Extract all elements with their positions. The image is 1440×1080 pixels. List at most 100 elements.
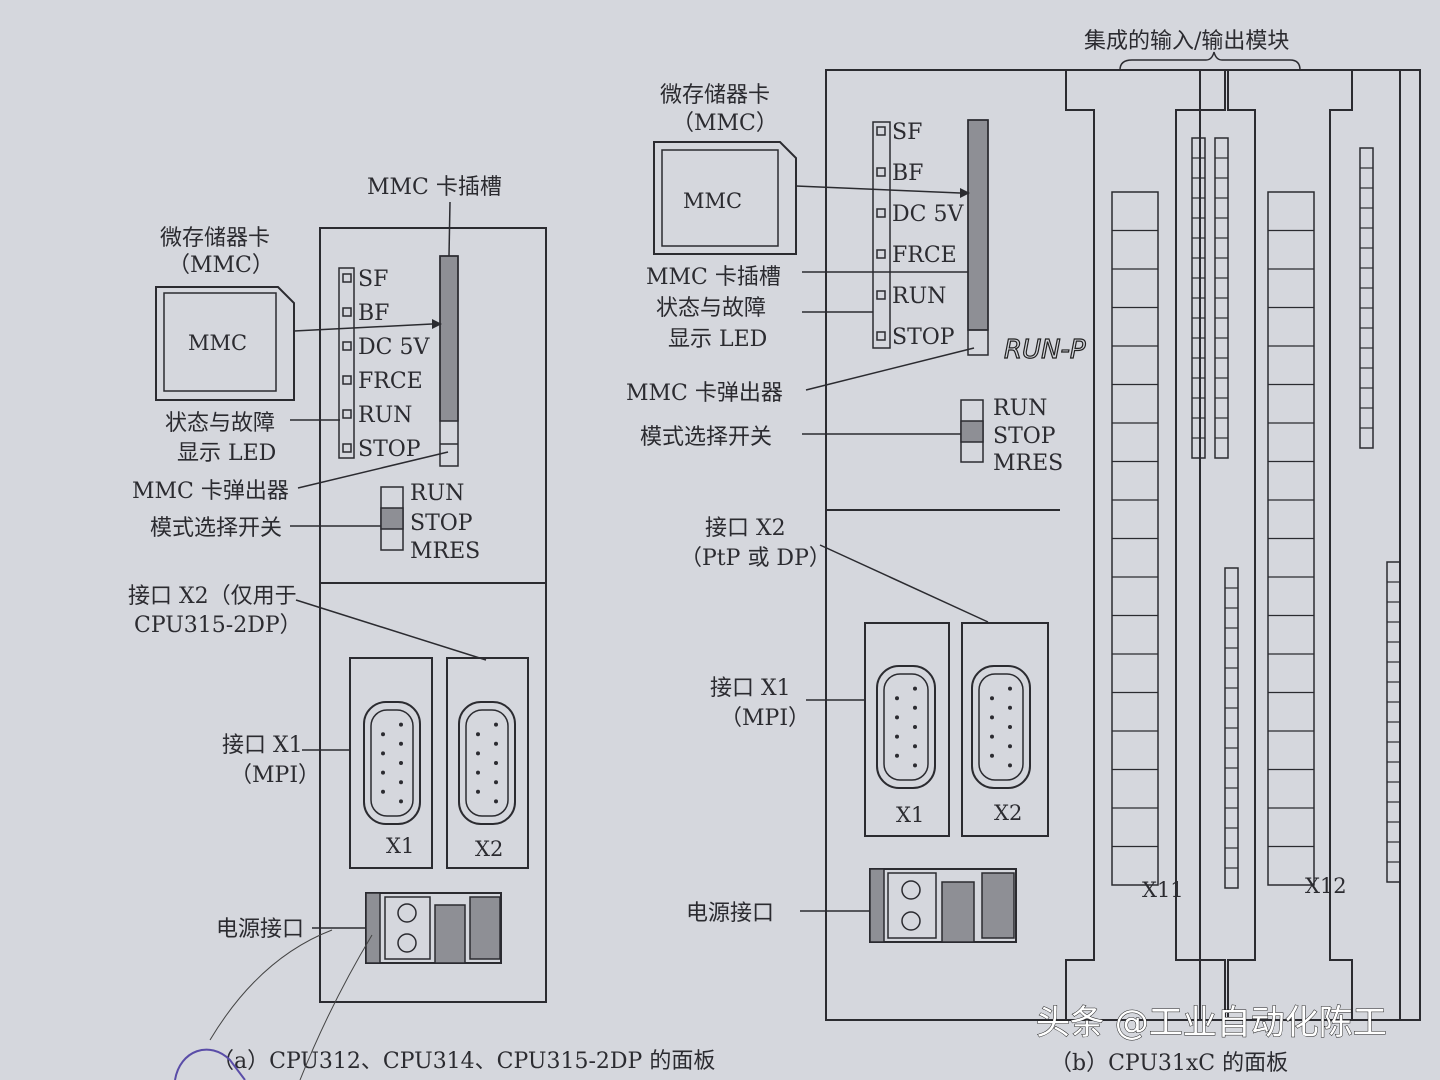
connector-pin [1008, 686, 1012, 691]
led-label: SF [358, 267, 388, 292]
mmc-card-sub: （MMC） [672, 111, 778, 136]
led-indicator [342, 443, 352, 453]
status-led-label-2: 显示 LED [668, 327, 767, 352]
right-mmc-slot [967, 119, 989, 331]
x1-label-2: （MPI） [230, 763, 320, 788]
connector-pin [990, 696, 994, 701]
handwritten-note: RUN-P [1004, 335, 1086, 365]
led-label: STOP [358, 437, 421, 462]
ejector-label: MMC 卡弹出器 [626, 381, 783, 406]
port-x2-label: X2 [475, 837, 503, 861]
led-indicator [876, 331, 886, 341]
mmc-slot-label: MMC 卡插槽 [367, 175, 502, 200]
left-port-x2: X2 [446, 657, 529, 869]
connector-pin [913, 686, 917, 691]
left-mmc-card: MMC [155, 286, 295, 401]
io-module-label: 集成的输入/输出模块 [1084, 29, 1289, 54]
led-label: DC 5V [358, 335, 430, 360]
led-label: RUN [892, 284, 946, 309]
right-mmc-card: MMC [653, 141, 797, 255]
mode-mres-label: MRES [410, 539, 480, 564]
connector-pin [494, 741, 498, 746]
port-x1-label: X1 [896, 803, 924, 827]
connector-pin [1008, 744, 1012, 749]
mode-run-label: RUN [993, 396, 1047, 421]
x2-label-2: CPU315-2DP） [134, 613, 302, 638]
mode-stop-label: STOP [410, 511, 473, 536]
io-x12-label: X12 [1305, 874, 1347, 898]
connector-pin [1008, 763, 1012, 768]
status-led-label-2: 显示 LED [177, 441, 276, 466]
right-panel-outline [825, 69, 1421, 1021]
led-label: BF [358, 301, 389, 326]
connector-pin [399, 799, 403, 804]
led-label: RUN [358, 403, 412, 428]
power-label: 电源接口 [216, 917, 304, 942]
left-panel-outline [319, 227, 547, 1003]
led-label: FRCE [358, 369, 423, 394]
connector-pin [494, 761, 498, 765]
arrow-icon [960, 188, 970, 198]
mode-switch-label: 模式选择开关 [640, 425, 772, 450]
port-x2-label: X2 [994, 801, 1022, 825]
left-mode-switch: RUN STOP MRES [380, 481, 480, 564]
led-label: SF [892, 120, 922, 145]
led-indicator [876, 290, 886, 300]
mmc-card-text: MMC [683, 189, 742, 213]
connector-pin [913, 763, 917, 768]
led-indicator [342, 307, 352, 317]
right-power-connector [869, 868, 1017, 943]
connector-pin [399, 761, 403, 765]
mode-stop-label: STOP [993, 424, 1056, 449]
connector-pin [494, 799, 498, 804]
led-indicator [876, 249, 886, 259]
led-indicator [342, 273, 352, 283]
right-port-x1: X1 [864, 622, 950, 837]
mode-run-label: RUN [410, 481, 464, 506]
led-indicator [342, 375, 352, 385]
connector-pin [381, 751, 385, 756]
x1-label: 接口 X1 [222, 733, 303, 758]
connector-pin [494, 722, 498, 727]
port-x1-label: X1 [386, 834, 414, 858]
right-mode-switch: RUN STOP MRES [960, 396, 1063, 476]
led-indicator [342, 409, 352, 419]
power-label: 电源接口 [686, 901, 774, 926]
left-power-connector [365, 892, 502, 964]
led-label: FRCE [892, 243, 957, 268]
x1-label-2: （MPI） [720, 706, 810, 731]
connector-pin [895, 715, 899, 720]
mmc-card-text: MMC [188, 331, 247, 355]
led-label: STOP [892, 325, 955, 350]
connector-pin [990, 734, 994, 739]
status-led-label: 状态与故障 [656, 296, 766, 321]
connector-pin [1008, 725, 1012, 729]
status-led-label: 状态与故障 [165, 411, 275, 436]
connector-pin [399, 780, 403, 785]
connector-pin [1008, 705, 1012, 710]
mode-switch-label: 模式选择开关 [150, 516, 282, 541]
led-indicator [876, 126, 886, 136]
x2-label: 接口 X2 [705, 516, 786, 541]
right-port-x2: X2 [961, 622, 1049, 837]
connector-pin [494, 780, 498, 785]
connector-pin [381, 732, 385, 737]
connector-pin [913, 705, 917, 710]
led-indicator [876, 167, 886, 177]
connector-pin [381, 789, 385, 794]
connector-pin [381, 770, 385, 775]
left-port-x1: X1 [349, 657, 433, 869]
connector-pin [399, 722, 403, 727]
left-mmc-slot [439, 255, 459, 422]
x2-label-2: （PtP 或 DP） [680, 546, 831, 571]
connector-pin [476, 770, 480, 775]
connector-pin [476, 751, 480, 756]
left-caption: （a）CPU312、CPU314、CPU315-2DP 的面板 [212, 1049, 715, 1074]
ejector-label: MMC 卡弹出器 [132, 479, 289, 504]
io-x11-label: X11 [1142, 878, 1184, 902]
connector-pin [476, 789, 480, 794]
arrow-icon [432, 319, 442, 329]
